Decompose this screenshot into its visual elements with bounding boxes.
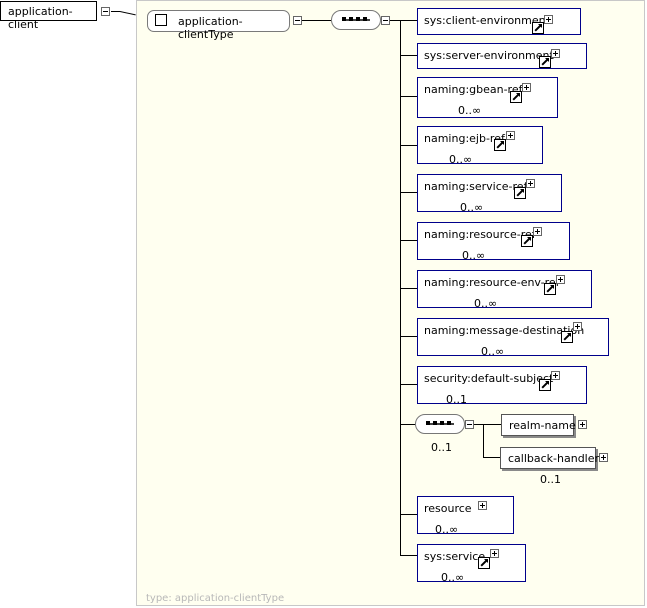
connector — [400, 424, 417, 425]
expand-icon[interactable] — [533, 227, 542, 236]
expand-icon[interactable] — [506, 131, 515, 140]
element-label: security:default-subject — [424, 372, 554, 385]
element-sys-server-environment[interactable]: sys:server-environment — [417, 43, 587, 69]
cardinality: 0..∞ — [462, 249, 486, 262]
cardinality: 0..∞ — [441, 571, 465, 584]
cardinality: 0..1 — [540, 473, 561, 486]
expand-icon[interactable] — [551, 371, 560, 380]
expand-icon[interactable] — [599, 453, 608, 462]
element-label: naming:resource-env-ref — [424, 276, 560, 289]
element-naming-ejb-ref[interactable]: naming:ejb-ref 0..∞ — [417, 126, 543, 166]
connector — [400, 96, 417, 97]
collapse-icon[interactable] — [101, 7, 110, 16]
element-resource[interactable]: resource 0..∞ — [417, 496, 514, 536]
element-sys-client-environment[interactable]: sys:client-environment — [417, 8, 581, 35]
reference-arrow-icon — [532, 22, 544, 34]
connector — [400, 514, 417, 515]
connector — [400, 240, 417, 241]
element-label: sys:server-environment — [424, 49, 554, 62]
connector — [390, 20, 400, 21]
element-callback-handler[interactable]: callback-handler — [500, 447, 600, 469]
expand-icon[interactable] — [478, 501, 487, 510]
expand-icon[interactable] — [490, 549, 499, 558]
element-naming-resource-ref[interactable]: naming:resource-ref 0..∞ — [417, 222, 570, 262]
connector — [111, 11, 120, 12]
connector — [400, 555, 417, 556]
inner-sequence-compositor[interactable] — [415, 414, 465, 434]
expand-icon[interactable] — [573, 322, 582, 331]
inner-sequence-cardinality: 0..1 — [431, 441, 452, 454]
cardinality: 0..∞ — [460, 201, 484, 214]
connector — [302, 20, 331, 21]
element-label: naming:message-destination — [424, 324, 585, 337]
element-naming-gbean-ref[interactable]: naming:gbean-ref 0..∞ — [417, 77, 558, 118]
connector — [400, 20, 417, 21]
element-label: naming:service-ref — [424, 180, 528, 193]
collapse-icon[interactable] — [465, 420, 474, 429]
connector — [400, 336, 417, 337]
connector — [400, 192, 417, 193]
connector — [483, 457, 500, 458]
cardinality: 0..∞ — [481, 345, 505, 358]
cardinality: 0..∞ — [435, 523, 459, 536]
collapse-icon[interactable] — [381, 16, 390, 25]
element-label: naming:gbean-ref — [424, 83, 523, 96]
root-element-label: application-client — [8, 5, 73, 31]
element-label: sys:client-environment — [424, 14, 550, 27]
collapse-icon[interactable] — [293, 16, 302, 25]
element-label: naming:resource-ref — [424, 228, 536, 241]
sequence-compositor[interactable] — [331, 10, 381, 30]
cardinality: 0..∞ — [474, 297, 498, 310]
connector — [400, 145, 417, 146]
type-caption: type: application-clientType — [146, 593, 285, 604]
reference-arrow-icon — [521, 235, 533, 247]
cardinality: 0..1 — [446, 393, 467, 406]
element-label: resource — [424, 502, 472, 515]
connector — [483, 424, 501, 425]
connector — [474, 424, 483, 425]
element-sys-service[interactable]: sys:service 0..∞ — [417, 544, 526, 584]
reference-arrow-icon — [478, 557, 490, 569]
expand-icon[interactable] — [544, 15, 553, 24]
expand-icon[interactable] — [526, 179, 535, 188]
element-label: realm-name — [509, 419, 576, 432]
reference-arrow-icon — [561, 331, 573, 343]
reference-arrow-icon — [539, 56, 551, 68]
complex-type-box[interactable]: application-clientType — [147, 10, 290, 41]
element-label: callback-handler — [508, 452, 600, 465]
cardinality: 0..∞ — [449, 153, 473, 166]
expand-icon[interactable] — [556, 275, 565, 284]
reference-arrow-icon — [514, 187, 526, 199]
complex-type-icon — [155, 14, 167, 26]
element-security-default-subject[interactable]: security:default-subject 0..1 — [417, 366, 587, 406]
element-realm-name[interactable]: realm-name — [501, 414, 576, 436]
element-naming-resource-env-ref[interactable]: naming:resource-env-ref 0..∞ — [417, 270, 592, 310]
expand-icon[interactable] — [522, 83, 531, 92]
expand-icon[interactable] — [578, 420, 587, 429]
complex-type-label: application-clientType — [178, 15, 243, 41]
connector — [400, 384, 417, 385]
reference-arrow-icon — [510, 91, 522, 103]
connector — [119, 11, 136, 16]
element-label: sys:service — [424, 550, 486, 563]
root-element[interactable]: application-client — [0, 1, 97, 31]
connector — [400, 55, 417, 56]
reference-arrow-icon — [494, 139, 506, 151]
cardinality: 0..∞ — [458, 104, 482, 117]
reference-arrow-icon — [544, 283, 556, 295]
reference-arrow-icon — [539, 379, 551, 391]
expand-icon[interactable] — [551, 49, 560, 58]
element-label: naming:ejb-ref — [424, 132, 505, 145]
element-naming-service-ref[interactable]: naming:service-ref 0..∞ — [417, 174, 562, 214]
connector — [400, 288, 417, 289]
connector — [483, 424, 484, 458]
